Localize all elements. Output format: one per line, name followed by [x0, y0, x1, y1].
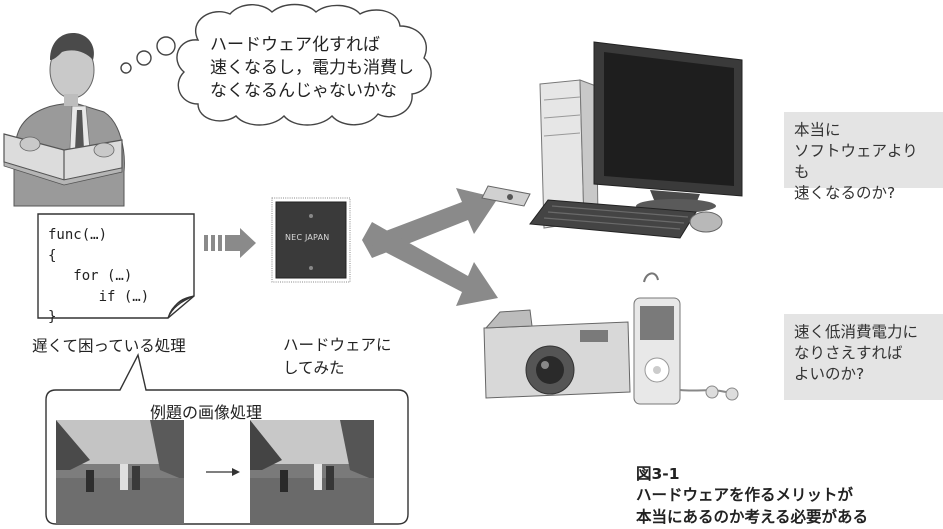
slow-process-label: 遅くて困っている処理: [32, 337, 186, 355]
image-process-arrow: [206, 468, 240, 476]
camera-and-player-illustration: [483, 272, 739, 405]
example-title: 例題の画像処理: [150, 403, 263, 422]
businessman-illustration: [3, 33, 125, 207]
thought-bubble-text: ハードウェア化すれば 速くなるし，電力も消費し なくなるんじゃないかな: [210, 35, 414, 101]
example-image-after: [250, 420, 374, 524]
desktop-pc-illustration: [481, 41, 743, 239]
thought-bubble-cloud: [176, 3, 432, 126]
figure-caption: ハードウェアを作るメリットが 本当にあるのか考える必要がある: [636, 486, 869, 526]
figure-number: 図3-1: [636, 465, 680, 483]
chip-marking: NEC JAPAN: [285, 233, 330, 242]
code-snippet: func(…) { for (…) if (…) }: [48, 227, 150, 325]
example-image-before: [56, 420, 184, 524]
question-pc: 本当に ソフトウェアよりも 速くなるのか?: [784, 112, 943, 202]
thought-dots: [120, 36, 176, 74]
hardware-label: ハードウェアに してみた: [283, 336, 392, 377]
fpga-chip: [271, 197, 351, 283]
code-note-frame: [37, 213, 195, 319]
split-arrows: [362, 188, 498, 306]
question-embedded: 速く低消費電力に なりさえすれば よいのか?: [784, 314, 943, 400]
to-hardware-arrow: [204, 228, 256, 258]
